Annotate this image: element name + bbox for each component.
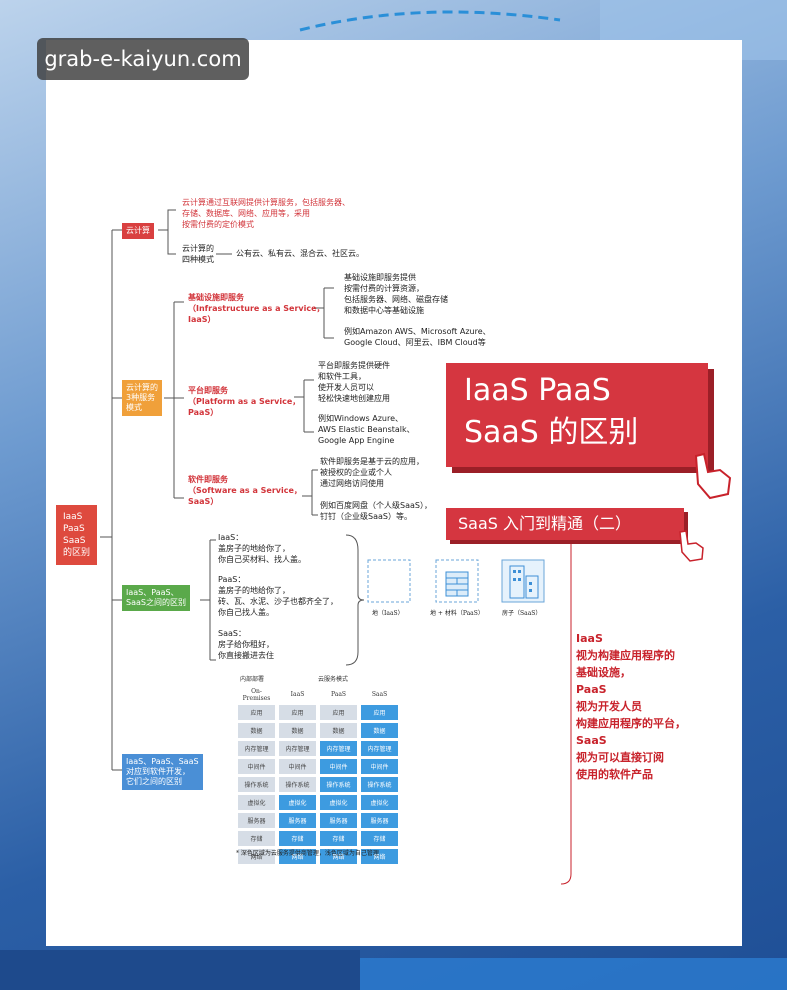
table-row: 中间件中间件中间件中间件 <box>238 759 398 774</box>
iaas-example: 例如Amazon AWS、Microsoft Azure、 Google Clo… <box>344 327 491 347</box>
mindmap-paper: IaaS PaaS SaaS 的区别 云计算 云计算通过互联网提供计算服务，包括… <box>46 40 742 946</box>
watermark: grab-e-kaiyun.com <box>37 38 249 80</box>
land-materials-icon <box>435 559 479 603</box>
saas-example: 例如百度网盘（个人级SaaS）， 钉钉（企业级SaaS）等。 <box>320 501 432 521</box>
saas-title: 软件即服务 （Software as a Service， SaaS） <box>188 475 302 506</box>
on-premises-group-label: 内部部署 <box>240 676 265 683</box>
saas-description: 软件即服务是基于云的应用， 被授权的企业或个人 通过网络访问使用 <box>320 457 424 488</box>
paas-analogy: PaaS： 盖房子的地给你了， 砖、瓦、水泥、沙子也都齐全了， 你自己找人盖。 <box>218 575 338 617</box>
service-models-node: 云计算的 3种服务 模式 <box>122 380 162 416</box>
table-row: 服务器服务器服务器服务器 <box>238 813 398 828</box>
summary-note: IaaS 视为构建应用程序的 基础设施， PaaS 视为开发人员 构建应用程序的… <box>576 632 686 781</box>
connector-lines <box>100 209 572 885</box>
table-row: 虚拟化虚拟化虚拟化虚拟化 <box>238 795 398 810</box>
paas-example: 例如Windows Azure、 AWS Elastic Beanstalk、 … <box>318 414 415 445</box>
col-header: PaaS <box>330 691 347 698</box>
title-card: IaaS PaaS SaaS 的区别 <box>446 363 708 467</box>
software-dev-node: IaaS、PaaS、SaaS 对应到软件开发， 它们之间的区别 <box>122 754 203 790</box>
paas-title: 平台即服务 （Platform as a Service， PaaS） <box>188 386 301 417</box>
table-row: 操作系统操作系统操作系统操作系统 <box>238 777 398 792</box>
title-line-2: SaaS 的区别 <box>464 415 639 450</box>
responsibility-table: On-Premises IaaS PaaS SaaS 应用应用应用应用 数据数据… <box>234 684 402 867</box>
table-footnote: * 深色区域为云服务提供商管理，浅色区域为自己管理 <box>236 850 379 857</box>
cloud-group-label: 云服务模式 <box>318 676 349 683</box>
iaas-title: 基础设施即服务 （Infrastructure as a Service， Ia… <box>188 293 325 324</box>
pointer-hand-icon <box>694 452 732 500</box>
pointer-hand-icon <box>679 530 704 562</box>
land-icon <box>367 559 411 603</box>
difference-node: IaaS、PaaS、 SaaS之间的区别 <box>122 585 190 611</box>
paas-description: 平台即服务提供硬件 和软件工具， 使开发人员可以 轻松快速地创建应用 <box>318 361 390 403</box>
table-row: 应用应用应用应用 <box>238 705 398 720</box>
house-icon <box>501 559 545 603</box>
col-header: On-Premises <box>242 687 271 702</box>
title-line-1: IaaS PaaS <box>464 373 611 408</box>
table-row: 网络网络网络网络 <box>238 849 398 864</box>
subtitle-card: SaaS 入门到精通（二） <box>446 508 684 540</box>
table-row: 存储存储存储存储 <box>238 831 398 846</box>
icon-label-materials: 地 + 材料（PaaS） <box>430 610 484 617</box>
cloud-models-value: 公有云、私有云、混合云、社区云。 <box>236 249 364 258</box>
cloud-definition: 云计算通过互联网提供计算服务，包括服务器、 存储、数据库、网络、应用等，采用 按… <box>182 198 350 229</box>
icon-label-house: 房子（SaaS） <box>502 610 542 617</box>
cloud-computing-node: 云计算 <box>122 223 154 239</box>
table-row: 数据数据数据数据 <box>238 723 398 738</box>
saas-analogy: SaaS： 房子给你租好， 你直接搬进去住 <box>218 629 274 660</box>
col-header: SaaS <box>371 691 388 698</box>
table-row: 内存管理内存管理内存管理内存管理 <box>238 741 398 756</box>
col-header: IaaS <box>290 691 305 698</box>
root-node: IaaS PaaS SaaS 的区别 <box>56 505 98 565</box>
cloud-models-label: 云计算的 四种模式 <box>182 244 214 264</box>
icon-label-land: 地（IaaS） <box>372 610 404 617</box>
iaas-description: 基础设施即服务提供 按需付费的计算资源， 包括服务器、网络、磁盘存储 和数据中心… <box>344 273 448 315</box>
iaas-analogy: IaaS： 盖房子的地给你了， 你自己买材料、找人盖。 <box>218 533 306 564</box>
